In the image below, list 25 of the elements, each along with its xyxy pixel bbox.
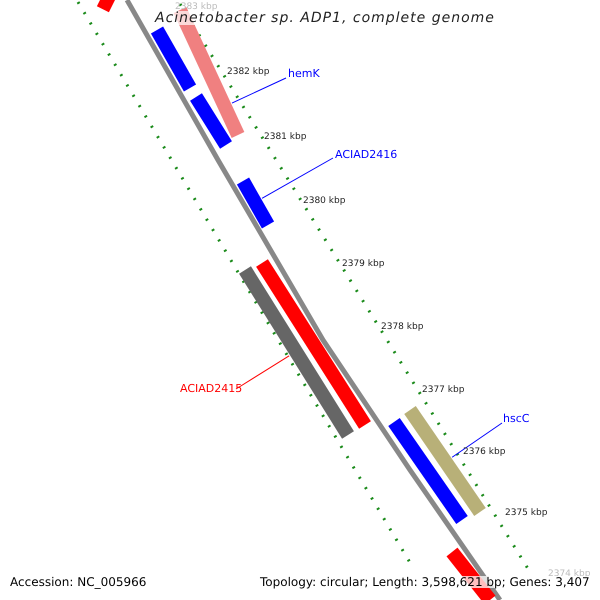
gene-feature-bar: [190, 93, 232, 149]
leader-line: [232, 78, 286, 104]
gene-feature-bar: [236, 178, 274, 228]
scale-label: 2380 kbp: [303, 197, 346, 206]
gene-label: hemK: [288, 68, 320, 79]
leader-line: [452, 422, 502, 458]
scale-label: 2376 kbp: [463, 448, 506, 457]
gene-feature-bar: [150, 26, 196, 92]
scale-label: 2375 kbp: [505, 509, 548, 518]
leader-line: [262, 158, 334, 199]
gene-label: ACIAD2415: [180, 383, 242, 394]
gene-label: ACIAD2416: [335, 149, 398, 160]
scale-label: 2379 kbp: [342, 260, 384, 269]
leader-line: [236, 355, 290, 390]
gene-feature-bar: [404, 406, 486, 516]
scale-label: 2378 kbp: [381, 323, 424, 332]
gene-feature-bar: [96, 0, 116, 12]
gene-label: hscC: [503, 413, 530, 424]
scale-label: 2381 kbp: [264, 133, 306, 142]
scale-label: 2383 kbp: [175, 3, 218, 12]
diagram-title: Acinetobacter sp. ADP1, complete genome: [155, 11, 495, 25]
scale-label: 2377 kbp: [422, 386, 464, 395]
footer-text: Topology: circular; Length: 3,598,621 bp; Genes: 3,407: [260, 576, 590, 588]
scale-label: 2382 kbp: [227, 68, 270, 77]
footer-text: Accession: NC_005966: [10, 576, 146, 588]
